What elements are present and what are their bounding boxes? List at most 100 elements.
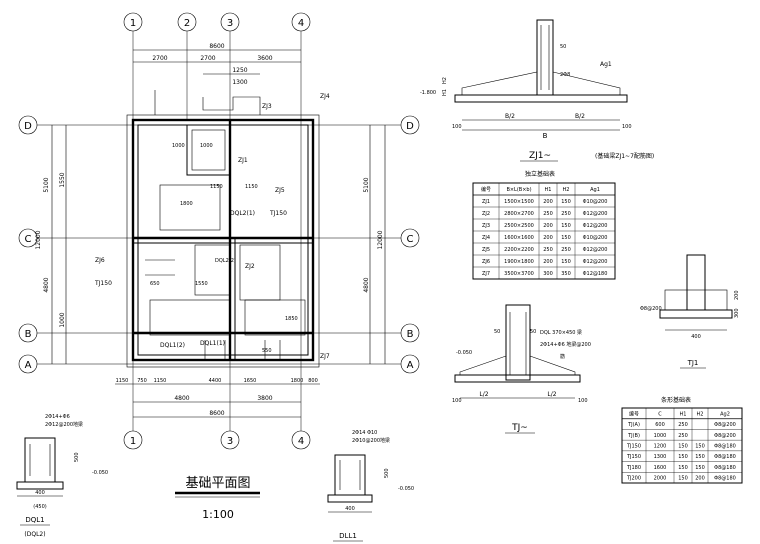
dql1-top: 2Φ14+Φ6: [45, 414, 70, 420]
axis-left-group: D C B A: [18, 115, 38, 374]
dim-top-sub-1: 1250: [232, 67, 247, 74]
zj-s4: 100: [622, 124, 632, 130]
label-zj1: ZJ1: [238, 157, 248, 164]
dll1-top: 2Φ14 Φ10: [352, 430, 377, 436]
inner-dim-1: 1000: [200, 143, 213, 149]
zj-table-cell: 200: [543, 259, 553, 265]
zj-table-cell: 300: [543, 271, 553, 277]
axis-left-A: A: [25, 360, 32, 371]
axis-top-4: 4: [298, 18, 304, 29]
tj-e4: 50: [530, 329, 536, 335]
zj-table-cell: Φ12@200: [583, 211, 608, 217]
inner-dim-3: 1150: [210, 184, 223, 190]
zj-table-cell: Φ12@200: [583, 223, 608, 229]
label-tj150: TJ150: [94, 280, 112, 287]
tj-table-cell: TJ150: [626, 454, 641, 460]
zj-elev: -1.800: [420, 90, 436, 96]
dql1-n: (450): [33, 504, 46, 510]
zj-b-label: B: [543, 132, 548, 140]
zj-table-cell: 1500×1500: [504, 199, 534, 205]
zj-ag: Ag1: [600, 61, 612, 68]
label-dql-b: DQL2(2): [215, 258, 236, 264]
label-tj150b: TJ150: [269, 210, 287, 217]
dim-bottom-5: 1650: [244, 378, 257, 384]
zj-table-header-cell: H2: [563, 187, 570, 193]
zj-table-cell: 250: [561, 211, 571, 217]
tj-table-cell: Φ8@180: [714, 454, 736, 460]
tj-table-header-cell: 编号: [629, 410, 639, 417]
plan-walls: [126, 90, 320, 368]
tj-rebar: 2Φ14+Φ6 地梁@200: [540, 341, 591, 348]
zj-table-header-cell: Ag1: [590, 187, 600, 193]
zj-half-right: B/2: [575, 113, 585, 120]
dim-left-total: 12000: [35, 230, 42, 249]
axis-right-group: D C B A: [400, 115, 420, 374]
tj-section: L/2 L/2 DQL 370×450 梁 2Φ14+Φ6 地梁@200 -0.…: [452, 304, 591, 434]
label-zj4: ZJ4: [320, 93, 330, 100]
dql1-top2: 2Φ12@200地梁: [45, 421, 83, 428]
dll1-label: DLL1: [339, 532, 357, 540]
label-dql-a: DQL1(1): [200, 340, 225, 347]
tj-small-a: Φ8@200: [640, 306, 662, 312]
tj-table-cell: 150: [678, 454, 688, 460]
right-dimensions: 5100 4800 12000: [363, 125, 386, 364]
zj-table-cell: 250: [561, 247, 571, 253]
inner-dim-5: 1800: [180, 201, 193, 207]
dim-right-2: 4800: [363, 277, 370, 292]
tj-table-header-cell: H2: [697, 411, 704, 417]
zj-h2: H2: [442, 77, 448, 84]
dim-bottom-1: 1150: [116, 378, 129, 384]
inner-dim-4: 1150: [245, 184, 258, 190]
tj-e1: 100: [452, 398, 462, 404]
zj-table-cell: 350: [561, 271, 571, 277]
zj-table-cell: ZJ1: [482, 199, 490, 205]
bottom-dimensions: 1150 750 1150 4400 1650 1800 800 4800 38…: [115, 378, 320, 418]
tj-table-cell: 150: [678, 476, 688, 482]
tj-dim-left: L/2: [479, 391, 488, 398]
top-dimensions: 8600 2700 2700 3600 1250 1300: [133, 43, 301, 86]
zj-label: ZJ1~: [529, 151, 551, 161]
tj-table-cell: 1200: [654, 444, 667, 450]
axis-bottom-1: 1: [130, 436, 136, 447]
dim-right-total: 12000: [377, 230, 384, 249]
tj-table-cell: 1000: [654, 433, 667, 439]
tj-table-header-cell: C: [658, 411, 662, 417]
tj-small: 400 Φ8@200 200 300 TJ1: [640, 254, 740, 369]
tj-e2: 100: [578, 398, 588, 404]
tj-table-cell: TJ150: [626, 444, 641, 450]
label-dql2: DQL2(1): [230, 210, 255, 217]
zj-table-title: 独立基础表: [525, 170, 555, 178]
dim-top-3: 3600: [257, 55, 272, 62]
tj-table-cell: Φ8@180: [714, 465, 736, 471]
dql1-elev: -0.050: [92, 470, 108, 476]
tj-table-cell: 200: [695, 476, 705, 482]
dim-bottom-4: 4400: [209, 378, 222, 384]
tj-table-cell: TJ(B): [627, 433, 640, 439]
zj-table-cell: 1900×1800: [504, 259, 534, 265]
zj-table-cell: 3500×3700: [504, 271, 534, 277]
tj-table-cell: 150: [695, 444, 705, 450]
label-zj2: ZJ2: [245, 263, 255, 270]
zj-table-cell: ZJ5: [482, 247, 490, 253]
zj-s1: 50: [560, 44, 566, 50]
zj-note: (基础梁ZJ1~7配筋图): [595, 152, 654, 160]
dim-top-1: 2700: [152, 55, 167, 62]
zj-table-cell: ZJ6: [482, 259, 490, 265]
tj-small-d2: 200: [734, 290, 740, 300]
zj-table-cell: 250: [543, 211, 553, 217]
zj-table-cell: 200: [543, 235, 553, 241]
tj-table-cell: TJ180: [626, 465, 641, 471]
dql1-dim: 400: [35, 490, 45, 496]
zj-table-cell: Φ10@200: [583, 199, 608, 205]
tj-table-cell: TJ(A): [627, 422, 640, 428]
dim-bottom-mid-2: 3800: [257, 395, 272, 402]
zj-table-cell: Φ10@200: [583, 235, 608, 241]
tj-sub: DQL 370×450 梁: [540, 329, 582, 336]
tj-table-cell: 1300: [654, 454, 667, 460]
dql1-label: DQL1: [25, 516, 44, 524]
tj-dim-right: L/2: [547, 391, 556, 398]
axis-right-D: D: [406, 121, 414, 132]
